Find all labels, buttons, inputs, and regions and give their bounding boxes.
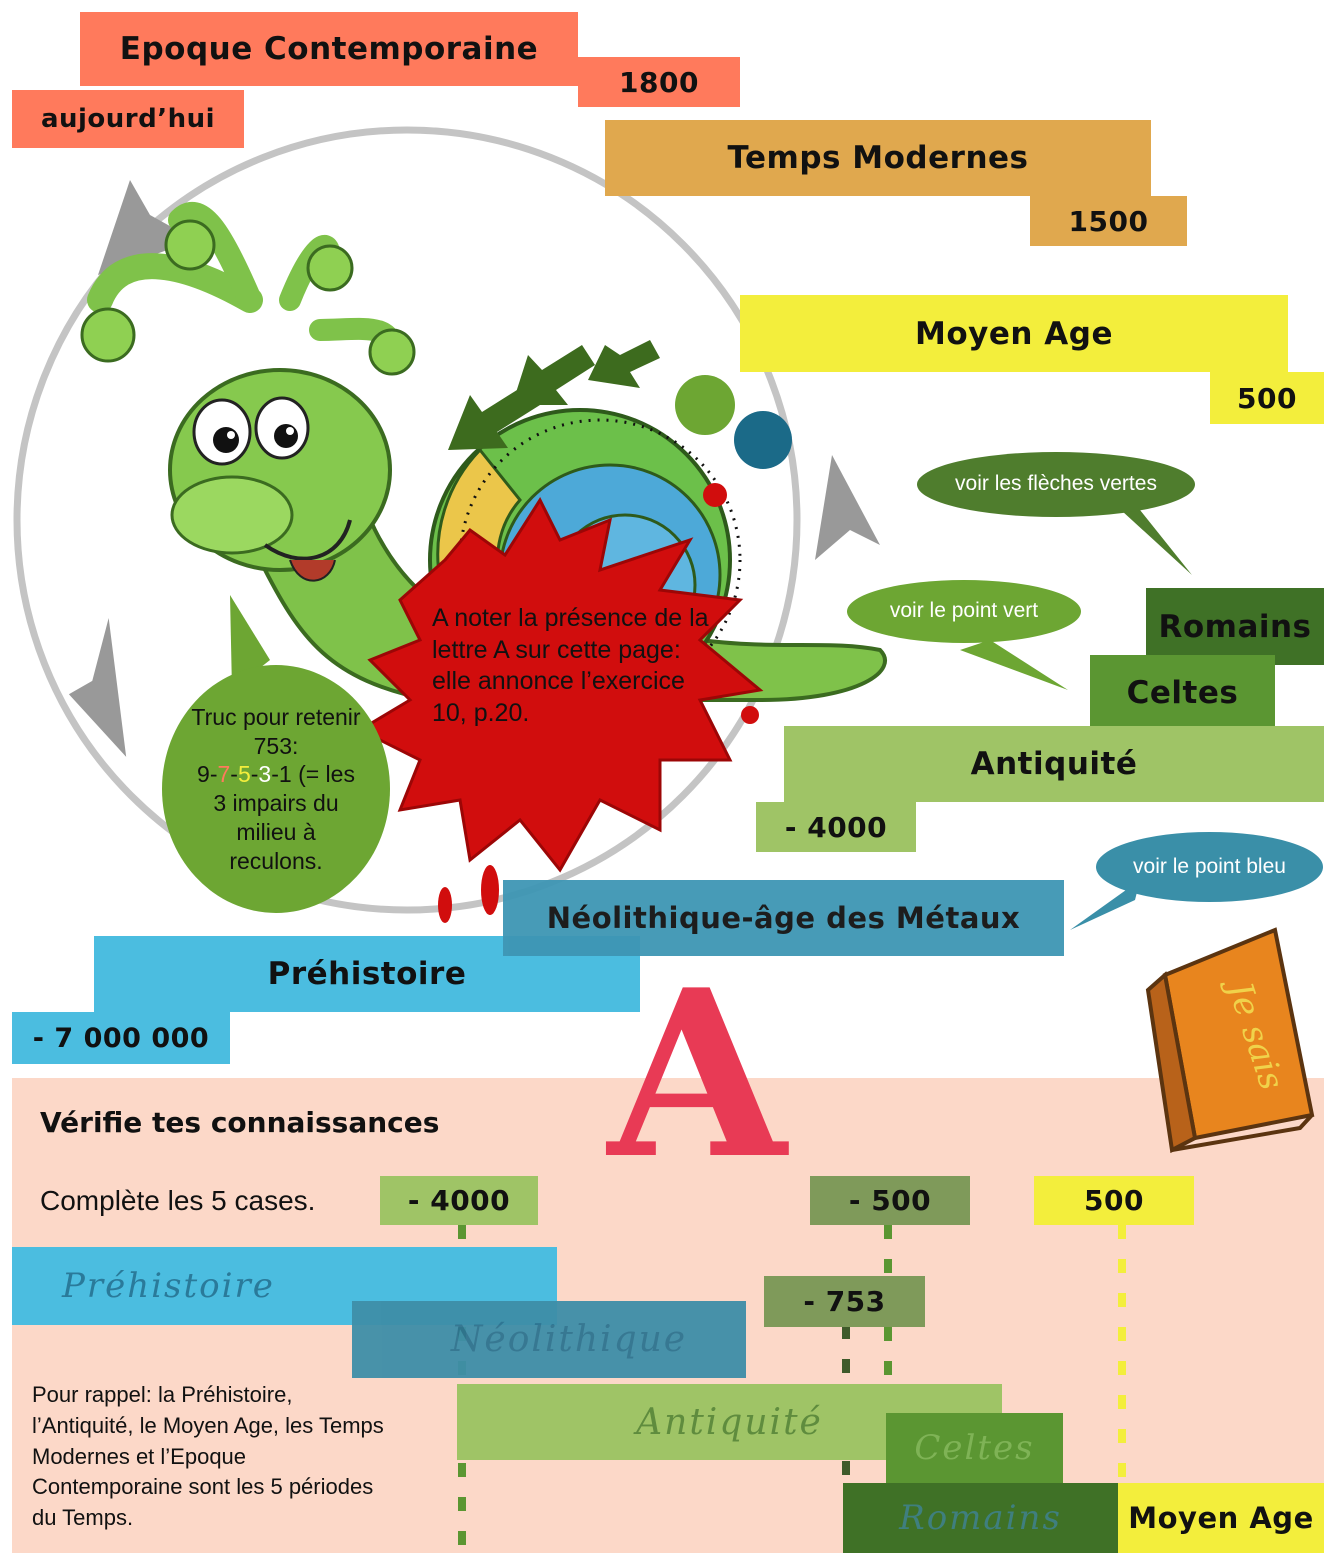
band-neolithique: Néolithique-âge des Métaux xyxy=(503,880,1064,956)
exercise-instruction: Complète les 5 cases. xyxy=(40,1185,316,1216)
band-temps-modernes: Temps Modernes xyxy=(605,120,1151,196)
exercise-reminder: Pour rappel: la Préhistoire, l’Antiquité… xyxy=(32,1382,384,1531)
truc-dash: - xyxy=(250,761,259,788)
truc-digit-7: 7 xyxy=(217,761,231,788)
truc-digit-3: 3 xyxy=(258,761,272,788)
answer-moyen-age: Moyen Age xyxy=(1118,1483,1324,1553)
box-500: 500 xyxy=(1034,1176,1194,1225)
green-arrow-icon xyxy=(588,340,660,388)
label-date-500: 500 xyxy=(1210,372,1324,424)
exercise-title: Vérifie tes connaissances xyxy=(40,1106,440,1139)
band-romains: Romains xyxy=(1146,588,1324,665)
band-antiquite: Antiquité xyxy=(784,726,1324,802)
truc-dash: - xyxy=(209,761,218,788)
truc-digit-5: 5 xyxy=(237,761,251,788)
circle-arrow-right-icon xyxy=(815,455,880,560)
answer-romains: Romains xyxy=(843,1483,1118,1553)
truc-line-3: (= les 3 impairs du milieu à reculons. xyxy=(213,761,355,874)
big-letter-a: A xyxy=(607,940,787,1210)
bubble-fleches-vertes: voir les flèches vertes xyxy=(917,452,1195,517)
green-arrow-icon xyxy=(512,345,595,405)
blue-point-icon xyxy=(734,411,792,469)
bubble-truc-753: Truc pour retenir 753: 9-7-5-3-1 (= les … xyxy=(162,665,390,913)
answer-neolithique: Néolithique xyxy=(352,1301,746,1378)
truc-dash: - xyxy=(230,761,238,788)
truc-line-1: Truc pour retenir 753: xyxy=(191,703,361,759)
bubble-point-vert: voir le point vert xyxy=(847,580,1081,643)
truc-dash: - xyxy=(271,761,279,788)
band-celtes: Celtes xyxy=(1090,655,1275,731)
box-minus-753: - 753 xyxy=(764,1276,925,1327)
label-aujourdhui: aujourd’hui xyxy=(12,90,244,148)
circle-arrow-top-left-icon xyxy=(98,180,195,275)
box-minus-4000: - 4000 xyxy=(380,1176,538,1225)
answer-celtes: Celtes xyxy=(886,1413,1063,1483)
label-date-1800: 1800 xyxy=(578,57,740,107)
band-moyen-age: Moyen Age xyxy=(740,295,1288,372)
label-date-minus-7000000: - 7 000 000 xyxy=(12,1012,230,1064)
label-date-1500: 1500 xyxy=(1030,196,1187,246)
box-minus-500: - 500 xyxy=(810,1176,970,1225)
band-epoque-contemporaine: Epoque Contemporaine xyxy=(80,12,578,86)
bubble-point-bleu: voir le point bleu xyxy=(1096,832,1323,902)
green-point-icon xyxy=(675,375,735,435)
label-date-minus-4000: - 4000 xyxy=(756,802,916,852)
truc-digit-1: 1 xyxy=(278,761,292,788)
truc-digit-9: 9 xyxy=(197,761,210,788)
circle-arrow-left-icon xyxy=(68,617,127,757)
splat-note: A noter la présence de la lettre A sur c… xyxy=(432,604,709,727)
